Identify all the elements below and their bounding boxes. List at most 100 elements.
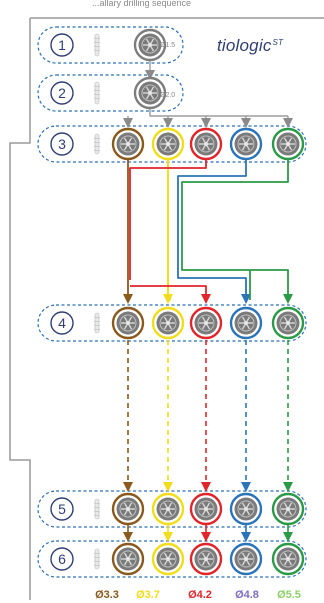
diameter-label-3-7: Ø3.7 bbox=[136, 589, 160, 601]
step-3-drill-5-center bbox=[286, 142, 290, 146]
step-4-drill-5-flute-ring bbox=[279, 314, 297, 332]
step-6-drill-1 bbox=[111, 542, 145, 576]
step-6-implant-thread bbox=[93, 556, 101, 559]
step-3-drill-1-center bbox=[126, 142, 130, 146]
connector-2-to-3-arrow bbox=[201, 118, 211, 128]
step-6-drill-2-flute-ring bbox=[159, 550, 177, 568]
step-5-drill-2-flute-ring bbox=[159, 500, 177, 518]
step-3-drill-3 bbox=[189, 127, 223, 161]
step-5-implant-icon bbox=[94, 498, 100, 520]
diameter-label-4-2: Ø4.2 bbox=[188, 589, 212, 601]
step-5-drill-3-center bbox=[204, 507, 208, 511]
step-2-implant-icon bbox=[94, 81, 100, 105]
step-6-drill-3-flute-ring bbox=[197, 550, 215, 568]
step-6-drill-4-flute-ring bbox=[237, 550, 255, 568]
step-6-number: 6 bbox=[58, 551, 66, 567]
step-6-implant-thread bbox=[93, 552, 101, 555]
step-1-implant-icon bbox=[94, 33, 100, 57]
step-4-drill-5 bbox=[271, 306, 305, 340]
step-1-implant-thread bbox=[93, 49, 101, 52]
step-6-drill-2 bbox=[151, 542, 185, 576]
step-1-drill-flute-ring bbox=[141, 36, 159, 54]
step-4-drill-1 bbox=[111, 306, 145, 340]
step-2-diameter-label: Ø2.0 bbox=[160, 92, 175, 99]
step-4-implant-thread bbox=[93, 328, 101, 331]
step-3-drill-1-flute-ring bbox=[119, 135, 137, 153]
route-brown-arrow bbox=[123, 294, 133, 304]
step-2-implant-thread bbox=[93, 93, 101, 96]
diameter-label-3-3: Ø3.3 bbox=[95, 589, 119, 601]
step-6-drill-5-center bbox=[286, 557, 290, 561]
step-5-drill-5 bbox=[271, 492, 305, 526]
step-4-drill-2 bbox=[151, 306, 185, 340]
step-2-drill bbox=[133, 76, 167, 110]
step-3-drill-2-flute-ring bbox=[159, 135, 177, 153]
step-4-drill-2-flute-ring bbox=[159, 314, 177, 332]
step-6-drill-1-center bbox=[126, 557, 130, 561]
step-5-drill-5-flute-ring bbox=[279, 500, 297, 518]
step-3-drill-4-flute-ring bbox=[237, 135, 255, 153]
dashed-route-arrow-4 bbox=[241, 482, 251, 492]
dashed-route-arrow-5 bbox=[283, 482, 293, 492]
step-5-number-badge bbox=[50, 497, 74, 521]
short-route-arrow-2 bbox=[163, 532, 173, 542]
step-5-number: 5 bbox=[58, 501, 66, 517]
step-3-implant-thread bbox=[93, 145, 101, 148]
step-5-implant-thread bbox=[93, 506, 101, 509]
connector-2-to-3-arrow bbox=[283, 118, 293, 128]
step-2-number-badge bbox=[50, 81, 74, 105]
step-4-implant-thread bbox=[93, 316, 101, 319]
step-3-drill-5 bbox=[271, 127, 305, 161]
step-4-drill-4-center bbox=[244, 321, 248, 325]
step-3-implant-thread bbox=[93, 149, 101, 152]
route-green-arrow bbox=[283, 294, 293, 304]
step-3-drill-3-flute-ring bbox=[197, 135, 215, 153]
step-3-drill-2 bbox=[151, 127, 185, 161]
step-4-drill-4 bbox=[229, 306, 263, 340]
step-3-implant-thread bbox=[93, 141, 101, 144]
step-3-number-badge bbox=[50, 132, 74, 156]
step-2-implant-thread bbox=[93, 89, 101, 92]
step-2-drill-center bbox=[148, 91, 152, 95]
connector-2-to-3-bus bbox=[149, 108, 288, 117]
dashed-route-arrow-3 bbox=[201, 482, 211, 492]
step-3-implant-icon bbox=[94, 133, 100, 155]
step-6-drill-4 bbox=[229, 542, 263, 576]
step-2-number: 2 bbox=[58, 85, 66, 101]
step-2-implant-thread bbox=[93, 85, 101, 88]
step-5-drill-2 bbox=[151, 492, 185, 526]
route-green bbox=[181, 159, 289, 298]
step-1-implant-thread bbox=[93, 37, 101, 40]
diameter-label-5-5: Ø5.5 bbox=[277, 589, 301, 601]
dashed-route-arrow-1 bbox=[123, 482, 133, 492]
route-yellow-arrow bbox=[163, 294, 173, 304]
route-blue bbox=[177, 159, 247, 298]
step-4-number: 4 bbox=[58, 315, 66, 331]
step-5-drill-4-center bbox=[244, 507, 248, 511]
route-blue-arrow bbox=[241, 294, 251, 304]
step-6-drill-4-center bbox=[244, 557, 248, 561]
step-5-drill-1 bbox=[111, 492, 145, 526]
step-6-implant-thread bbox=[93, 560, 101, 563]
step-1-number: 1 bbox=[58, 37, 66, 53]
step-3-drill-4-center bbox=[244, 142, 248, 146]
step-4-drill-4-flute-ring bbox=[237, 314, 255, 332]
step-4-drill-3-flute-ring bbox=[197, 314, 215, 332]
step-4-implant-thread bbox=[93, 320, 101, 323]
step-5-drill-3 bbox=[189, 492, 223, 526]
step-4-drill-3-center bbox=[204, 321, 208, 325]
step-6-drill-5 bbox=[271, 542, 305, 576]
short-route-arrow-1 bbox=[123, 532, 133, 542]
step-4-drill-5-center bbox=[286, 321, 290, 325]
diameter-label-4-8: Ø4.8 bbox=[235, 589, 259, 601]
step-3-drill-2-center bbox=[166, 142, 170, 146]
step-5-drill-4-flute-ring bbox=[237, 500, 255, 518]
step-4-drill-1-flute-ring bbox=[119, 314, 137, 332]
step-3-drill-3-center bbox=[204, 142, 208, 146]
brand-logo: tiologicST bbox=[217, 36, 284, 55]
step-4-drill-3 bbox=[189, 306, 223, 340]
header-partial-text: ...allary drilling sequence bbox=[92, 0, 192, 8]
step-4-implant-icon bbox=[94, 312, 100, 334]
connector-2-to-3-arrow bbox=[123, 118, 133, 128]
step-1-number-badge bbox=[50, 33, 74, 57]
